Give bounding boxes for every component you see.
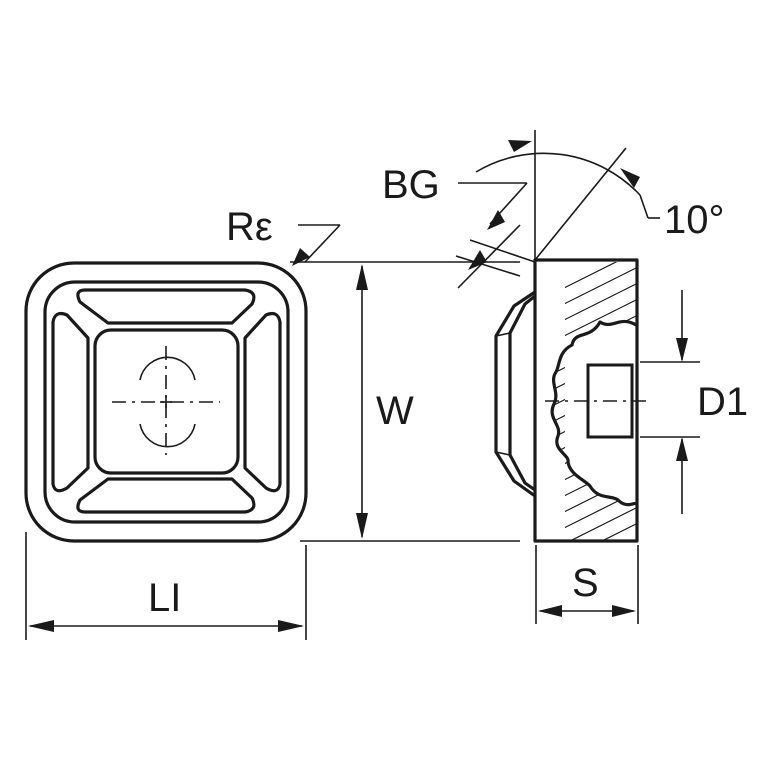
dimension-angle: 10° xyxy=(475,130,725,261)
label-r: Rε xyxy=(226,205,273,249)
side-view xyxy=(494,258,652,543)
dimension-r: Rε xyxy=(226,205,341,266)
label-angle: 10° xyxy=(664,198,725,242)
label-li: LI xyxy=(148,576,181,620)
label-w: W xyxy=(376,389,414,433)
chipbreaker-left xyxy=(51,311,90,493)
dimension-d1: D1 xyxy=(640,290,748,514)
dimension-bg: BG xyxy=(382,163,536,289)
label-d1: D1 xyxy=(697,380,748,424)
side-bevel xyxy=(494,290,536,498)
label-bg: BG xyxy=(382,163,440,207)
dimension-s: S xyxy=(535,545,639,624)
chipbreaker-top xyxy=(76,288,256,325)
dimension-li: LI xyxy=(25,532,307,640)
center-mark xyxy=(112,346,220,455)
chipbreaker-right xyxy=(243,311,282,493)
label-s: S xyxy=(572,561,599,605)
top-view xyxy=(24,261,308,543)
dimension-w: W xyxy=(290,261,520,542)
insert-outline xyxy=(24,261,308,543)
section-break-line xyxy=(550,319,638,507)
insert-inner-edge xyxy=(43,280,290,524)
chipbreaker-bottom xyxy=(76,477,256,514)
center-platform xyxy=(93,328,240,475)
